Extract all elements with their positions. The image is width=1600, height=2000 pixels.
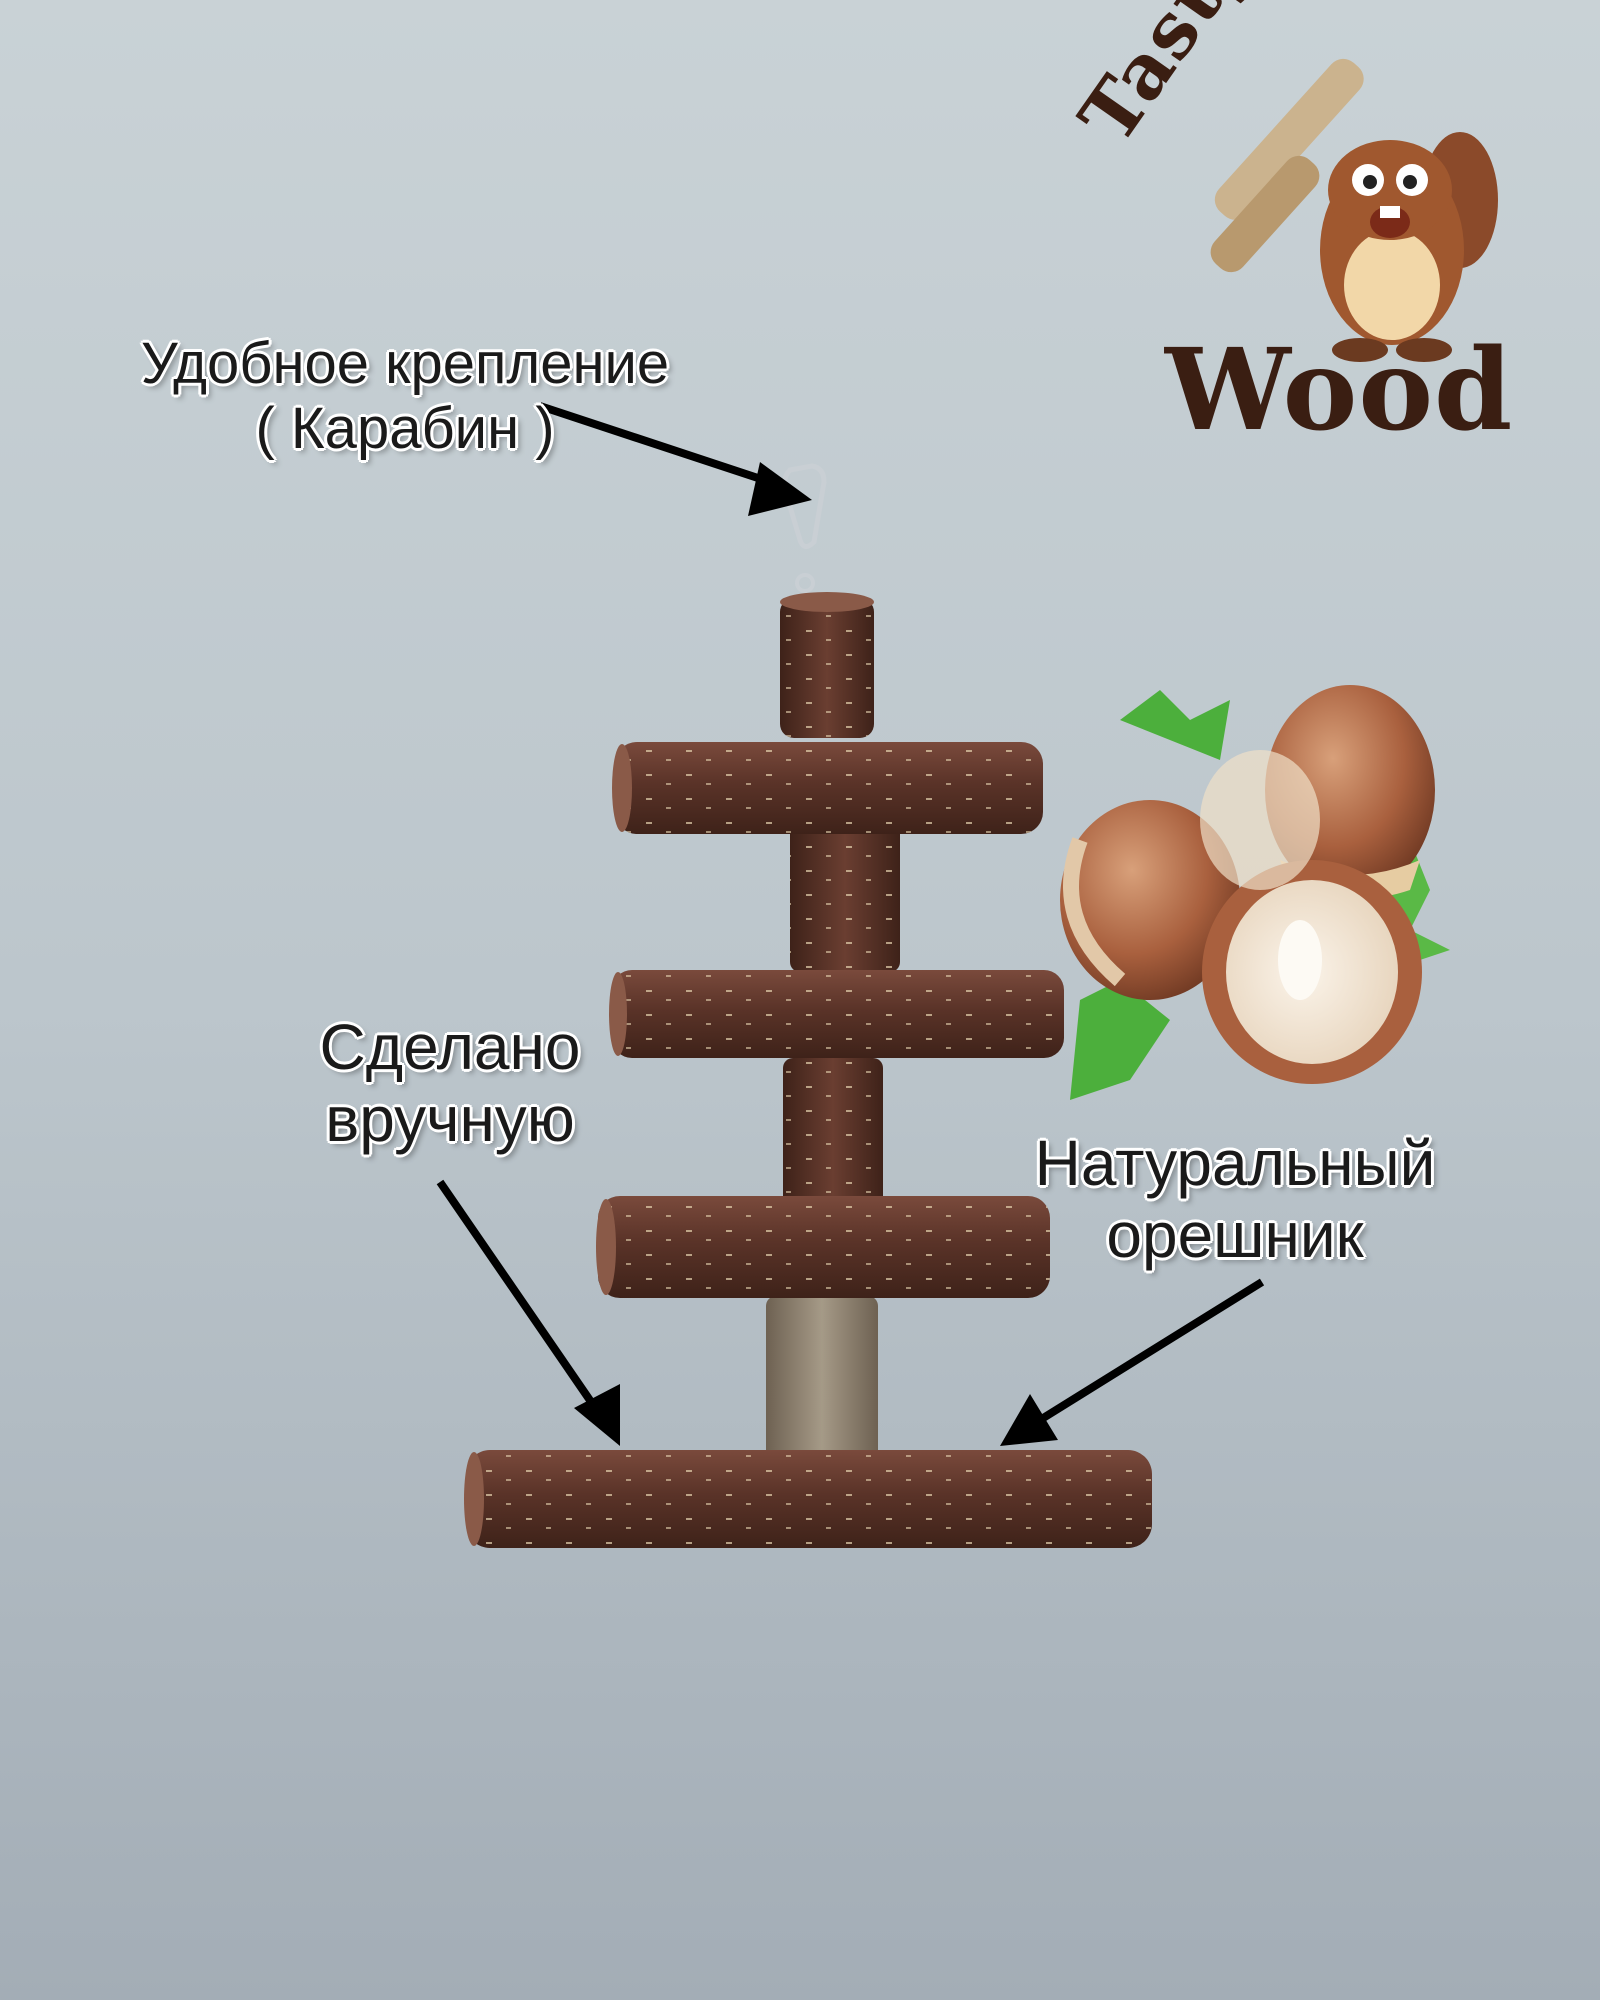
- logo-bottom-word: Wood: [1165, 325, 1514, 456]
- ladder-rungs: [464, 742, 1152, 1548]
- hazelnut-icon: [1060, 685, 1450, 1100]
- arrow-to-carabiner: [538, 402, 812, 516]
- beaver-mascot-icon: [1210, 58, 1498, 362]
- callout-mounting-line1: Удобное крепление: [140, 331, 670, 396]
- ladder-posts: [766, 592, 900, 1471]
- arrow-handmade: [436, 1179, 620, 1446]
- callout-handmade-line1: Сделано: [319, 1011, 581, 1083]
- arrow-natural: [1000, 1278, 1265, 1446]
- callout-natural-line2: орешник: [1106, 1198, 1364, 1271]
- callout-handmade-line2: вручную: [325, 1082, 575, 1155]
- callout-handmade: Сделано вручную: [290, 1011, 610, 1155]
- callout-mounting-line2: ( Карабин ): [255, 395, 555, 461]
- callout-mounting: Удобное крепление ( Карабин ): [95, 331, 715, 462]
- callout-natural-line1: Натуральный: [1034, 1127, 1436, 1199]
- callout-natural-hazel: Натуральный орешник: [1000, 1127, 1470, 1271]
- arrows: [436, 402, 1265, 1446]
